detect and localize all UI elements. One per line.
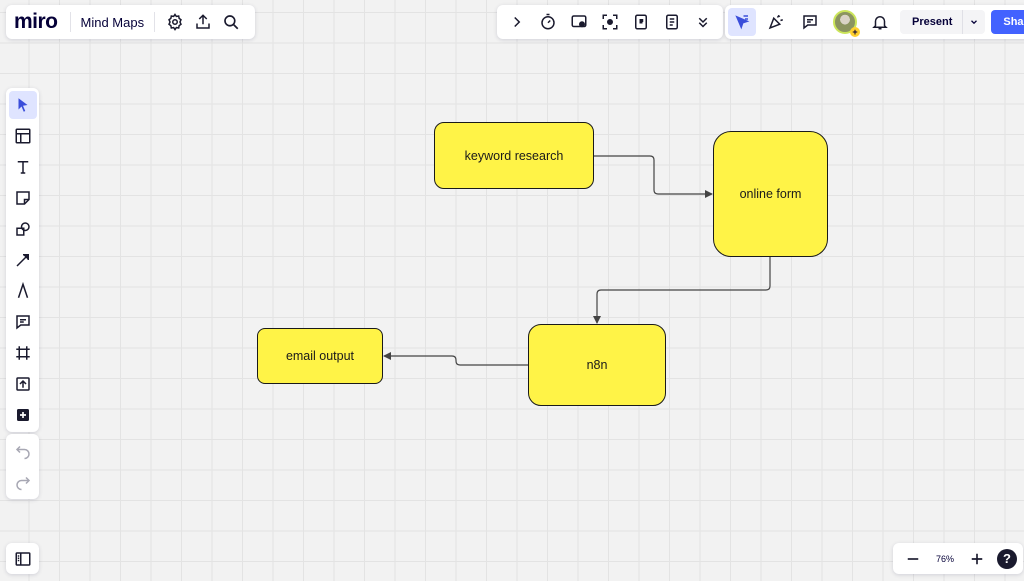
- cursor-icon: [18, 98, 27, 112]
- shapes-tool[interactable]: [9, 215, 37, 243]
- templates-tool[interactable]: [9, 122, 37, 150]
- zoom-controls: 76% ?: [893, 543, 1023, 574]
- node-label: email output: [285, 349, 355, 363]
- timer-icon: [541, 13, 555, 30]
- connector-n8n-to-email[interactable]: [383, 352, 528, 366]
- sticky-note-tool[interactable]: [9, 184, 37, 212]
- board-title[interactable]: Mind Maps: [80, 14, 145, 30]
- minus-icon: [907, 557, 919, 560]
- node-label: keyword research: [464, 148, 564, 163]
- frame-icon: [15, 346, 30, 360]
- settings-button[interactable]: [161, 8, 189, 36]
- text-tool[interactable]: [9, 153, 37, 181]
- upload-icon: [196, 14, 210, 29]
- board-header: miro Mind Maps: [6, 5, 256, 39]
- connector-form-to-n8n[interactable]: [593, 257, 771, 324]
- connection-line-tool[interactable]: [9, 246, 37, 274]
- chevrons-down-icon: [698, 17, 708, 28]
- user-avatar[interactable]: +: [830, 10, 860, 37]
- zoom-out-button[interactable]: [899, 545, 927, 573]
- present-options-button[interactable]: [962, 10, 985, 34]
- comments-button[interactable]: [796, 8, 824, 36]
- layout-icon: [15, 128, 30, 144]
- pen-tool[interactable]: [9, 277, 37, 305]
- node-label: n8n: [586, 358, 608, 372]
- comment-icon: [15, 315, 30, 330]
- screen-share-button[interactable]: [565, 8, 593, 36]
- party-popper-icon: [768, 14, 783, 30]
- frame-tool[interactable]: [9, 339, 37, 367]
- plus-icon: +: [850, 27, 860, 37]
- present-button[interactable]: Present: [900, 10, 986, 34]
- frames-panel-toggle: [6, 543, 39, 574]
- redo-icon: [15, 476, 30, 491]
- top-right-toolbar: + Present Share: [725, 5, 1024, 39]
- node-n8n[interactable]: n8n: [528, 324, 666, 406]
- search-icon: [224, 15, 239, 30]
- node-keyword-research[interactable]: keyword research: [434, 122, 594, 189]
- sticky-note-icon: [15, 191, 30, 205]
- pen-icon: [17, 282, 28, 298]
- chevron-right-icon: [514, 16, 521, 28]
- plus-square-icon: [16, 409, 29, 421]
- node-label: online form: [739, 187, 802, 201]
- node-email-output[interactable]: email output: [257, 328, 383, 384]
- arrow-line-icon: [15, 254, 29, 267]
- more-apps-tool[interactable]: [9, 401, 37, 429]
- creation-toolbar: [6, 88, 39, 432]
- redo-button[interactable]: [9, 468, 37, 496]
- bell-icon: [872, 16, 888, 30]
- text-icon: [17, 161, 28, 174]
- node-online-form[interactable]: online form: [713, 131, 828, 257]
- comment-tool[interactable]: [9, 308, 37, 336]
- help-button[interactable]: ?: [997, 548, 1017, 569]
- search-button[interactable]: [217, 8, 245, 36]
- present-label: Present: [912, 16, 953, 28]
- vote-icon: [635, 14, 647, 30]
- frames-list-button[interactable]: [9, 545, 37, 573]
- screen-icon: [571, 15, 587, 28]
- divider: [69, 12, 71, 32]
- upload-icon: [15, 377, 30, 391]
- shapes-icon: [15, 222, 30, 236]
- select-tool[interactable]: [8, 91, 37, 119]
- connector-keyword-to-form[interactable]: [594, 155, 713, 198]
- gear-icon: [168, 13, 183, 31]
- miro-logo[interactable]: miro: [14, 10, 58, 33]
- share-button[interactable]: Share: [991, 10, 1024, 34]
- cursor-mode-button[interactable]: [728, 8, 756, 36]
- sidebar-panel-icon: [15, 551, 30, 566]
- history-toolbar: [6, 434, 39, 499]
- reactions-button[interactable]: [762, 8, 790, 36]
- upload-tool[interactable]: [9, 370, 37, 398]
- cursor-sparkle-icon: [735, 15, 750, 30]
- timer-button[interactable]: [534, 8, 562, 36]
- focus-icon: [602, 14, 618, 30]
- export-button[interactable]: [189, 8, 217, 36]
- avatar: +: [833, 10, 860, 37]
- notes-button[interactable]: [658, 8, 686, 36]
- document-icon: [666, 14, 678, 30]
- voting-button[interactable]: [627, 8, 655, 36]
- divider: [154, 12, 156, 32]
- expand-button[interactable]: [503, 8, 531, 36]
- plus-icon: [971, 553, 983, 564]
- chevron-down-icon: [971, 20, 978, 25]
- comment-icon: [803, 15, 817, 30]
- more-tools-button[interactable]: [689, 8, 717, 36]
- focus-button[interactable]: [596, 8, 624, 36]
- zoom-level[interactable]: 76%: [935, 553, 954, 564]
- undo-button[interactable]: [9, 437, 37, 465]
- undo-icon: [15, 445, 30, 460]
- zoom-in-button[interactable]: [963, 545, 991, 573]
- notifications-button[interactable]: [866, 8, 894, 36]
- collaboration-toolbar: [497, 5, 723, 39]
